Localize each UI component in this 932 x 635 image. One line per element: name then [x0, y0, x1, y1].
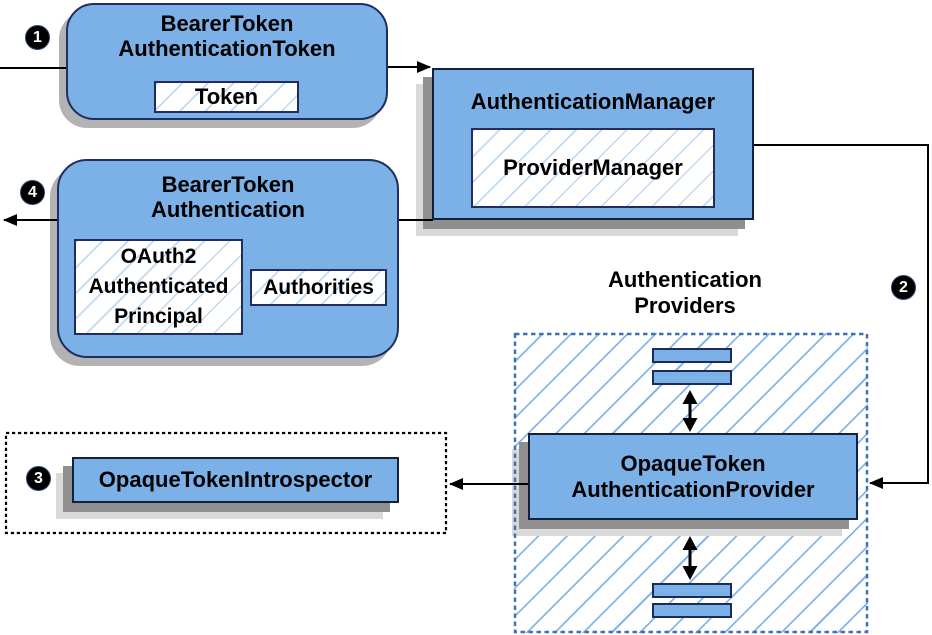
title-line: OpaqueToken: [620, 450, 766, 476]
inner-box-oauth2-authenticated-principal: OAuth2 Authenticated Principal: [74, 239, 243, 335]
node-opaque-token-introspector: OpaqueTokenIntrospector: [72, 457, 399, 503]
title-line: BearerToken: [161, 172, 295, 197]
provider-stack-bar: [652, 370, 732, 385]
node-bearer-token-authentication: BearerToken Authentication OAuth2 Authen…: [57, 159, 399, 358]
step-badge-1: 1: [25, 25, 50, 50]
authorities-label: Authorities: [263, 275, 374, 299]
token-label: Token: [194, 84, 259, 109]
authentication-providers-group: OpaqueToken AuthenticationProvider: [514, 333, 868, 633]
provider-stack-bar: [652, 583, 732, 598]
node-bearer-token-authentication-token: BearerToken AuthenticationToken Token: [66, 3, 388, 120]
step-badge-3: 3: [26, 466, 51, 491]
title-line: BearerToken: [160, 11, 294, 36]
title-line: AuthenticationToken: [118, 36, 336, 61]
node-title: BearerToken Authentication: [59, 172, 397, 222]
introspector-group: OpaqueTokenIntrospector: [5, 432, 447, 534]
node-title: BearerToken AuthenticationToken: [68, 11, 386, 61]
principal-line: OAuth2: [120, 245, 197, 268]
title-line: Authentication: [151, 197, 305, 222]
inner-box-provider-manager: ProviderManager: [471, 128, 715, 208]
step-badge-4: 4: [20, 180, 45, 205]
provider-stack-bar: [652, 603, 732, 618]
authentication-providers-label: Authentication Providers: [575, 267, 795, 319]
label-line: Providers: [634, 293, 736, 318]
inner-box-token: Token: [154, 81, 299, 113]
node-authentication-manager: AuthenticationManager ProviderManager: [432, 68, 754, 220]
node-opaque-token-authentication-provider: OpaqueToken AuthenticationProvider: [528, 433, 858, 520]
introspector-label: OpaqueTokenIntrospector: [98, 467, 373, 492]
inner-box-authorities: Authorities: [250, 269, 387, 306]
provider-stack-bar: [652, 348, 732, 363]
principal-line: Authenticated: [88, 275, 229, 298]
step-badge-2: 2: [891, 275, 916, 300]
provider-manager-label: ProviderManager: [503, 155, 683, 180]
title-line: AuthenticationProvider: [571, 476, 815, 502]
label-line: Authentication: [608, 267, 762, 292]
principal-line: Principal: [114, 305, 203, 328]
node-title: AuthenticationManager: [470, 89, 716, 114]
